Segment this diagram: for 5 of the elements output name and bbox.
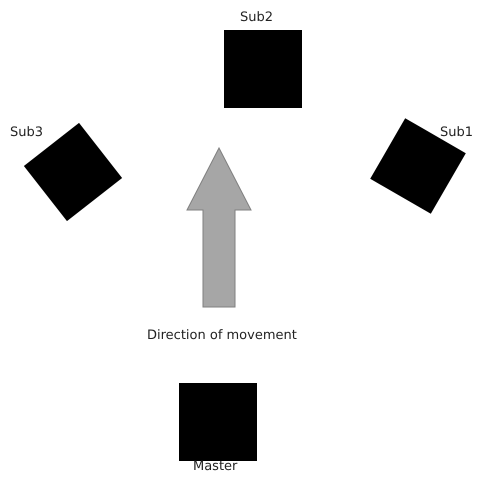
caption-text: Direction of movement xyxy=(147,328,297,343)
node-label: Sub2 xyxy=(240,10,274,25)
node-label: Sub3 xyxy=(10,125,44,140)
node-label: Sub1 xyxy=(440,125,474,140)
node-label: Master xyxy=(193,459,238,474)
